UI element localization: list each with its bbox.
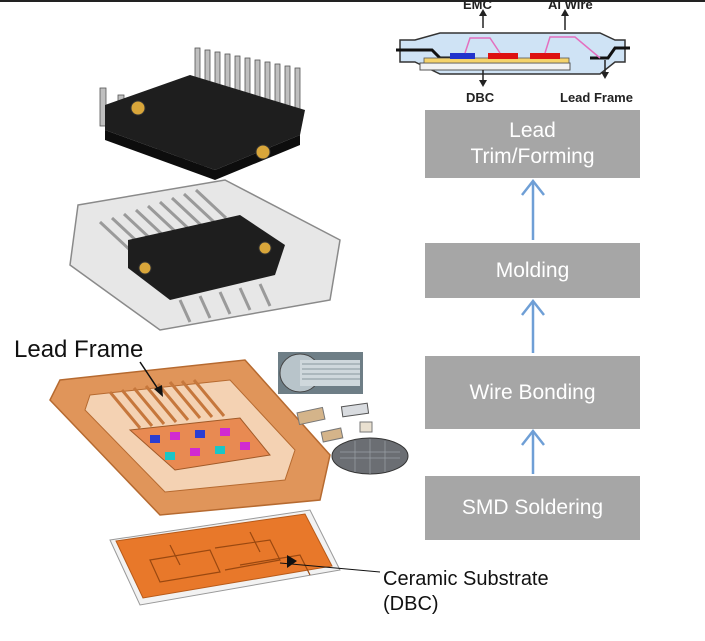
label-dbc: DBC [466,90,495,105]
mold-hole-left-icon [138,261,152,275]
dbc-layer-shape [419,62,571,71]
wire-bond-1-shape [464,37,501,54]
step-molding: Molding [425,243,640,298]
finished-module-image [99,47,305,180]
chip-small-icon [359,421,373,433]
label-ceramic-substrate: Ceramic Substrate (DBC) [383,568,549,615]
mount-hole-right-icon [255,144,271,160]
molded-frame-image [69,179,341,331]
cross-section-diagram [396,9,630,87]
mount-hole-left-icon [130,100,146,116]
lead-frame-pointer-line [139,361,161,393]
step-label: Wire Bonding [469,380,596,404]
chip-red-2-shape [530,53,560,59]
label-lead-frame-small: Lead Frame [560,90,633,105]
step-lead-trim-forming: Lead Trim/Forming [425,110,640,178]
mold-hole-right-icon [258,241,272,255]
step-smd-soldering: SMD Soldering [425,476,640,540]
arrow-molding-to-trim [521,178,545,240]
label-al-wire: Al Wire [548,0,593,12]
lead-frame-assembly-image [49,359,331,516]
chips-on-frame [150,428,250,460]
smd-components-image [278,352,409,475]
step-label: Lead Trim/Forming [470,119,595,168]
arrow-smd-to-wirebond [521,428,545,474]
step-wire-bonding: Wire Bonding [425,356,640,429]
capacitor-1-icon [296,406,326,426]
ceramic-substrate-image [109,509,341,606]
dbc-label-pointer-line [279,562,381,573]
step-label: Molding [495,258,570,282]
resistor-icon [340,402,370,418]
top-border-line [0,0,705,2]
step-label: SMD Soldering [461,496,604,519]
chip-blue-shape [450,53,475,59]
wire-bond-2-shape [544,36,601,59]
dbc-arrowhead-icon [287,555,297,568]
lead-frame-arrowhead-icon [154,385,163,397]
mold-body-shape [128,215,285,300]
capacitor-2-icon [320,427,344,443]
arrow-wirebond-to-molding [521,298,545,353]
label-lead-frame: Lead Frame [14,336,144,363]
chip-red-shape [488,53,518,59]
module-body-shape [105,75,305,170]
label-emc: EMC [463,0,492,12]
flow-arrows [521,178,545,474]
